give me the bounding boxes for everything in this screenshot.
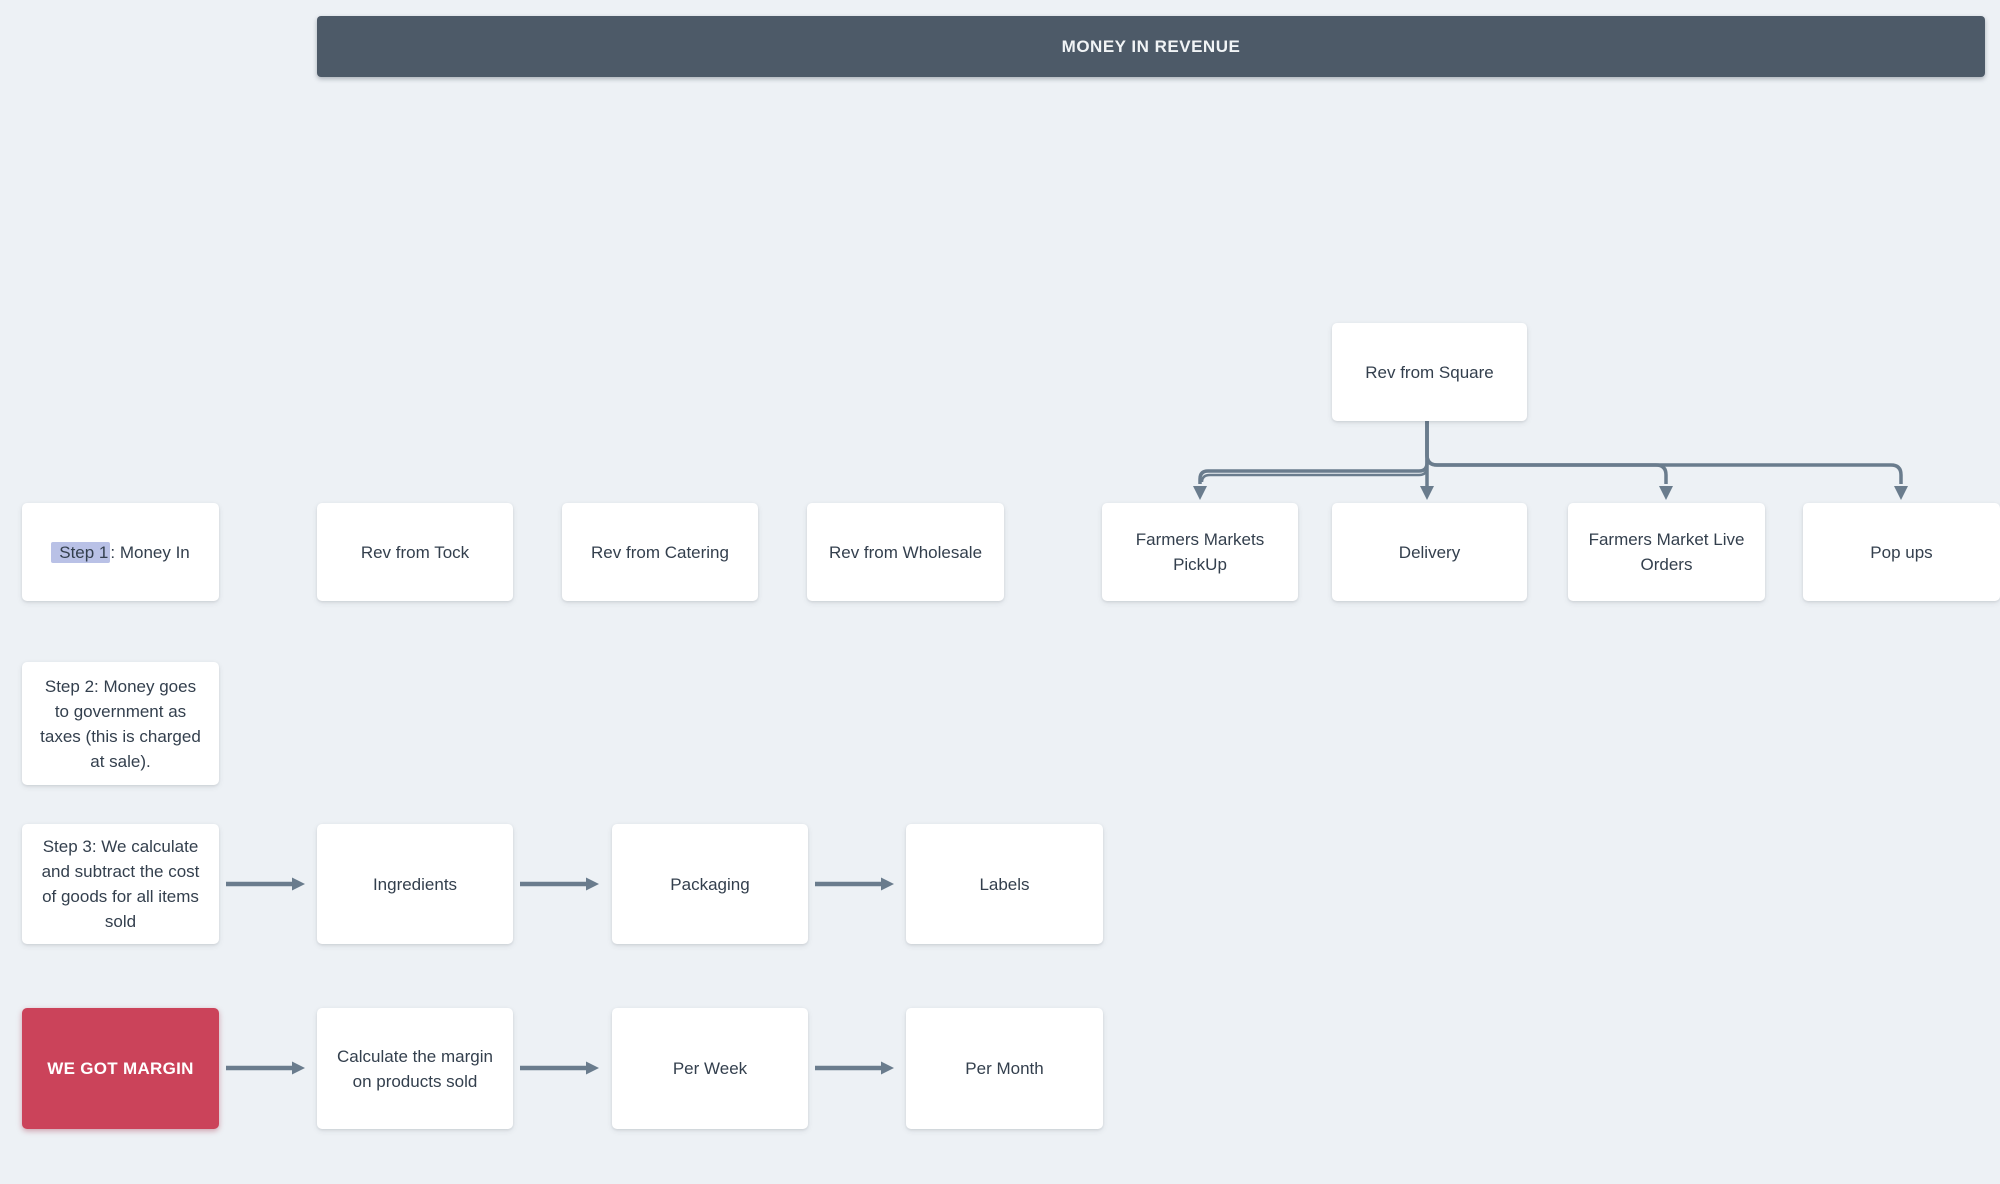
tree-connector-rev-square [1193,421,1908,500]
arrowhead-right-icon [292,877,305,891]
arrowhead-down-icon [1894,486,1908,500]
node-label: Farmers Market Live Orders [1588,530,1745,574]
node-pop-ups[interactable]: Pop ups [1803,503,2000,601]
node-delivery[interactable]: Delivery [1332,503,1527,601]
node-calculate-margin[interactable]: Calculate the margin on products sold [317,1008,513,1129]
node-step3-cost-of-goods[interactable]: Step 3: We calculate and subtract the co… [22,824,219,944]
arrowhead-down-icon [1193,486,1207,500]
node-label: Farmers Markets PickUp [1135,530,1265,574]
title-bar-label: MONEY IN REVENUE [1061,36,1241,56]
node-per-week[interactable]: Per Week [612,1008,808,1129]
arrowhead-right-icon [881,1061,894,1075]
node-label: Ingredients [372,874,458,894]
arrowhead-right-icon [586,877,599,891]
node-farmers-market-live-orders[interactable]: Farmers Market Live Orders [1568,503,1765,601]
arrowhead-down-icon [1659,486,1673,500]
node-label: Rev from Tock [360,542,470,562]
node-label: Per Month [965,1059,1044,1078]
step1-highlighted-text: Step 1 [51,541,111,563]
node-label: Rev from Catering [591,542,729,562]
node-label: Rev from Square [1365,362,1494,382]
node-farmers-markets-pickup[interactable]: Farmers Markets PickUp [1102,503,1298,601]
node-label: WE GOT MARGIN [47,1059,194,1078]
node-label: Rev from Wholesale [828,542,983,562]
node-label: Delivery [1398,542,1461,562]
node-label: Step 2: Money goes to government as taxe… [40,676,201,771]
node-step1-money-in[interactable]: Step 1: Money In [22,503,219,601]
node-label: Step 1: Money In [40,540,201,565]
node-labels[interactable]: Labels [906,824,1103,944]
node-label: Calculate the margin on products sold [337,1046,493,1091]
node-packaging[interactable]: Packaging [612,824,808,944]
node-label: Pop ups [1870,542,1933,562]
node-label: Packaging [670,874,750,894]
node-rev-from-square[interactable]: Rev from Square [1332,323,1527,421]
title-bar-money-in-revenue[interactable]: MONEY IN REVENUE [317,16,1985,77]
node-rev-from-wholesale[interactable]: Rev from Wholesale [807,503,1004,601]
node-rev-from-tock[interactable]: Rev from Tock [317,503,513,601]
step1-rest-text: : Money In [110,542,190,562]
node-label: Labels [979,874,1030,894]
node-rev-from-catering[interactable]: Rev from Catering [562,503,758,601]
arrowhead-right-icon [586,1061,599,1075]
node-we-got-margin[interactable]: WE GOT MARGIN [22,1008,219,1129]
arrowhead-down-icon [1420,486,1434,500]
arrowhead-right-icon [881,877,894,891]
node-label: Per Week [672,1059,748,1078]
node-per-month[interactable]: Per Month [906,1008,1103,1129]
arrowhead-right-icon [292,1061,305,1075]
node-label: Step 3: We calculate and subtract the co… [41,837,200,931]
node-step2-taxes[interactable]: Step 2: Money goes to government as taxe… [22,662,219,785]
node-ingredients[interactable]: Ingredients [317,824,513,944]
